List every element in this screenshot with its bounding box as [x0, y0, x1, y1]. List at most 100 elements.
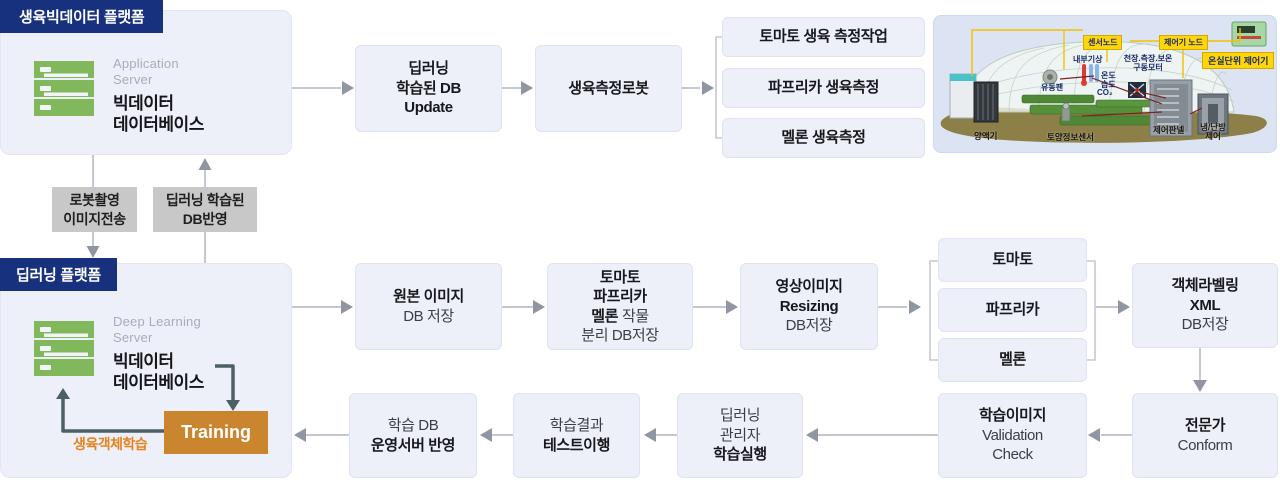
robot-upload-line2: 이미지전송 — [63, 210, 126, 227]
separate-line3: 멜론 작물 — [591, 307, 649, 325]
control-panel — [1149, 79, 1193, 137]
temp-label: 온도 — [1101, 71, 1116, 80]
box-deploy: 학습 DB 운영서버 반영 — [349, 393, 477, 478]
soil-sensor-label: 토양정보센서 — [1047, 132, 1094, 142]
platform-deeplearning-header: 딥러닝 플랫폼 — [0, 258, 117, 291]
transfer-robot-upload: 로봇촬영 이미지전송 — [52, 187, 137, 232]
server-type-line1: Deep Learning — [113, 314, 201, 329]
task-paprika-label: 파프리카 생육측정 — [768, 79, 879, 97]
task-melon-label: 멜론 생육측정 — [781, 129, 866, 147]
server-name-line2: 데이터베이스 — [113, 115, 204, 134]
validation-line2: Validation — [982, 426, 1043, 444]
box-test: 학습결과 테스트이행 — [513, 393, 640, 478]
box-train-exec: 딥러닝 관리자 학습실행 — [677, 393, 803, 478]
server-type-line1: Application — [113, 56, 179, 71]
expert-line1: 전문가 — [1184, 417, 1226, 434]
resizing-line3: DB저장 — [785, 317, 833, 335]
nutrient-machine — [949, 73, 999, 123]
soil-sensor — [1061, 102, 1071, 122]
platform-bigdata-header: 생육빅데이터 플랫폼 — [0, 0, 164, 33]
exec-line1: 딥러닝 — [719, 407, 761, 425]
crop-rows — [1021, 94, 1165, 126]
box-crop-melon: 멜론 — [938, 338, 1087, 382]
box-original-image: 원본 이미지 DB 저장 — [355, 263, 502, 350]
server-icon — [34, 321, 94, 376]
task-tomato-label: 토마토 생육 측정작업 — [759, 28, 888, 46]
labeling-line1: 객체라벨링 — [1171, 277, 1239, 295]
platform-bigdata: Application Server 빅데이터 데이터베이스 — [0, 10, 292, 155]
box-validation: 학습이미지 Validation Check — [938, 393, 1087, 478]
box-task-tomato: 토마토 생육 측정작업 — [722, 17, 925, 57]
separate-line1: 토마토 — [599, 268, 641, 286]
validation-line1: 학습이미지 — [978, 407, 1046, 425]
humidity-label: 습도 — [1101, 80, 1116, 89]
box-crop-separate: 토마토 파프리카 멜론 작물 분리 DB저장 — [547, 263, 693, 350]
server-name-line2: 데이터베이스 — [113, 373, 204, 392]
training-note: 생육객체학습 — [73, 436, 148, 452]
server-name-line1: 빅데이터 — [113, 352, 174, 371]
deploy-line2: 운영서버 반영 — [370, 436, 456, 454]
crop-melon-label: 멜론 — [999, 351, 1026, 369]
labeling-line2: XML — [1189, 296, 1221, 314]
resizing-line2: Resizing — [779, 297, 839, 315]
unit-controller-tag: 온실단위 제어기 — [1202, 52, 1275, 69]
server-caption: Deep Learning Server 빅데이터 데이터베이스 — [113, 314, 204, 393]
resizing-line1: 영상이미지 — [775, 278, 843, 296]
box-task-paprika: 파프리카 생육측정 — [722, 68, 925, 108]
test-line1: 학습결과 — [549, 417, 604, 434]
validation-line3: Check — [992, 446, 1033, 464]
deploy-line1: 학습 DB — [387, 417, 439, 434]
server-name-line1: 빅데이터 — [113, 94, 174, 113]
expert-line2: Conform — [1177, 436, 1233, 454]
box-growth-robot: 생육측정로봇 — [535, 45, 682, 132]
fan-label: 유동팬 — [1041, 83, 1064, 92]
platform-deeplearning: Deep Learning Server 빅데이터 데이터베이스 Trainin… — [0, 263, 292, 478]
db-update-line1: 딥러닝 — [408, 60, 449, 78]
growth-robot-label: 생육측정로봇 — [568, 79, 649, 97]
control-panel-label: 제어판넬 — [1153, 125, 1185, 135]
sensor-wires — [971, 28, 1241, 78]
hvac-unit — [1197, 93, 1229, 135]
nutrient-label: 양액기 — [974, 131, 998, 141]
drive-motor — [1128, 82, 1146, 98]
crop-tomato-label: 토마토 — [992, 251, 1033, 269]
server-caption: Application Server 빅데이터 데이터베이스 — [113, 56, 204, 135]
original-line1: 원본 이미지 — [393, 288, 464, 305]
separate-line2: 파프리카 — [593, 288, 647, 305]
box-task-melon: 멜론 생육측정 — [722, 118, 925, 158]
box-object-labeling: 객체라벨링 XML DB저장 — [1132, 263, 1278, 348]
control-links — [1059, 75, 1203, 117]
box-expert: 전문가 Conform — [1132, 393, 1278, 478]
exec-line3: 학습실행 — [713, 446, 767, 464]
separate-line4: 분리 DB저장 — [581, 327, 659, 344]
training-box: Training — [164, 411, 268, 454]
labeling-line3: DB저장 — [1181, 316, 1229, 334]
server-type-line2: Server — [113, 330, 153, 345]
db-reflect-line2: DB반영 — [182, 210, 228, 227]
server-type-line2: Server — [113, 72, 153, 87]
original-line2: DB 저장 — [403, 307, 454, 325]
server-icon — [34, 61, 94, 116]
robot-upload-line1: 로봇촬영 — [69, 191, 120, 208]
co2-label: CO₂ — [1097, 88, 1113, 97]
db-update-line2: 학습된 DB — [396, 79, 461, 97]
sensor-node-tag: 센서노드 — [1083, 35, 1123, 50]
db-update-line3: Update — [404, 99, 453, 117]
box-crop-tomato: 토마토 — [938, 238, 1087, 282]
fan — [1042, 69, 1058, 85]
transfer-db-reflect: 딥러닝 학습된 DB반영 — [153, 187, 257, 232]
exec-line2: 관리자 — [719, 426, 761, 444]
box-resizing: 영상이미지 Resizing DB저장 — [740, 263, 878, 350]
controller-node-tag: 제어기 노드 — [1159, 35, 1209, 50]
unit-controller-device — [1231, 21, 1267, 47]
greenhouse-illustration — [940, 21, 1267, 143]
db-reflect-line1: 딥러닝 학습된 — [165, 191, 245, 208]
crop-paprika-label: 파프리카 — [985, 301, 1040, 319]
box-crop-paprika: 파프리카 — [938, 288, 1087, 332]
box-db-update: 딥러닝 학습된 DB Update — [355, 45, 502, 132]
test-line2: 테스트이행 — [542, 436, 610, 454]
